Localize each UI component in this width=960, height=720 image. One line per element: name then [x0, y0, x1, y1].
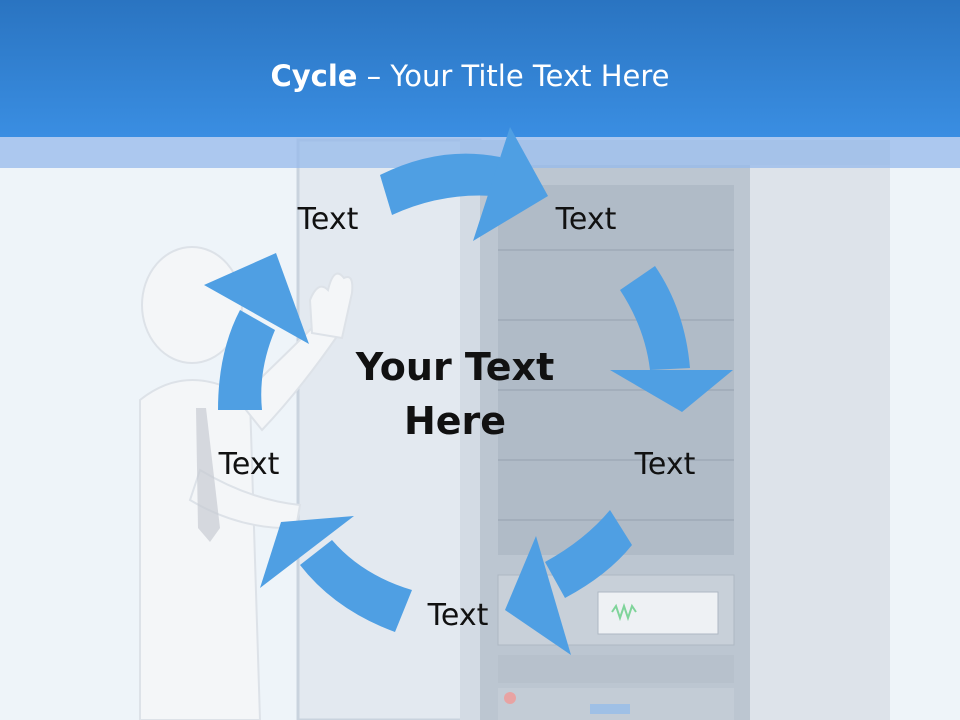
center-text[interactable]: Your Text Here	[355, 345, 555, 443]
cycle-arrow-left	[204, 253, 309, 410]
cycle-arrow-right-lower	[505, 510, 632, 655]
slide-title-bold: Cycle	[270, 59, 358, 93]
cycle-arrow-bottom	[260, 516, 412, 632]
cycle-arrow-right-upper	[610, 266, 733, 412]
tie	[196, 408, 220, 542]
person-figure	[139, 246, 354, 720]
cycle-step-label[interactable]: Text	[427, 598, 489, 633]
cycle-step-label[interactable]: Text	[634, 447, 696, 482]
cycle-step-label[interactable]: Text	[218, 447, 280, 482]
title-bar	[0, 0, 960, 137]
cycle-arrow-top	[380, 127, 548, 241]
cycle-step-label[interactable]: Text	[297, 202, 359, 237]
cycle-step-label[interactable]: Text	[555, 202, 617, 237]
slide-title-rest: – Your Title Text Here	[357, 59, 670, 93]
slide-title[interactable]: Cycle – Your Title Text Here	[0, 56, 940, 96]
